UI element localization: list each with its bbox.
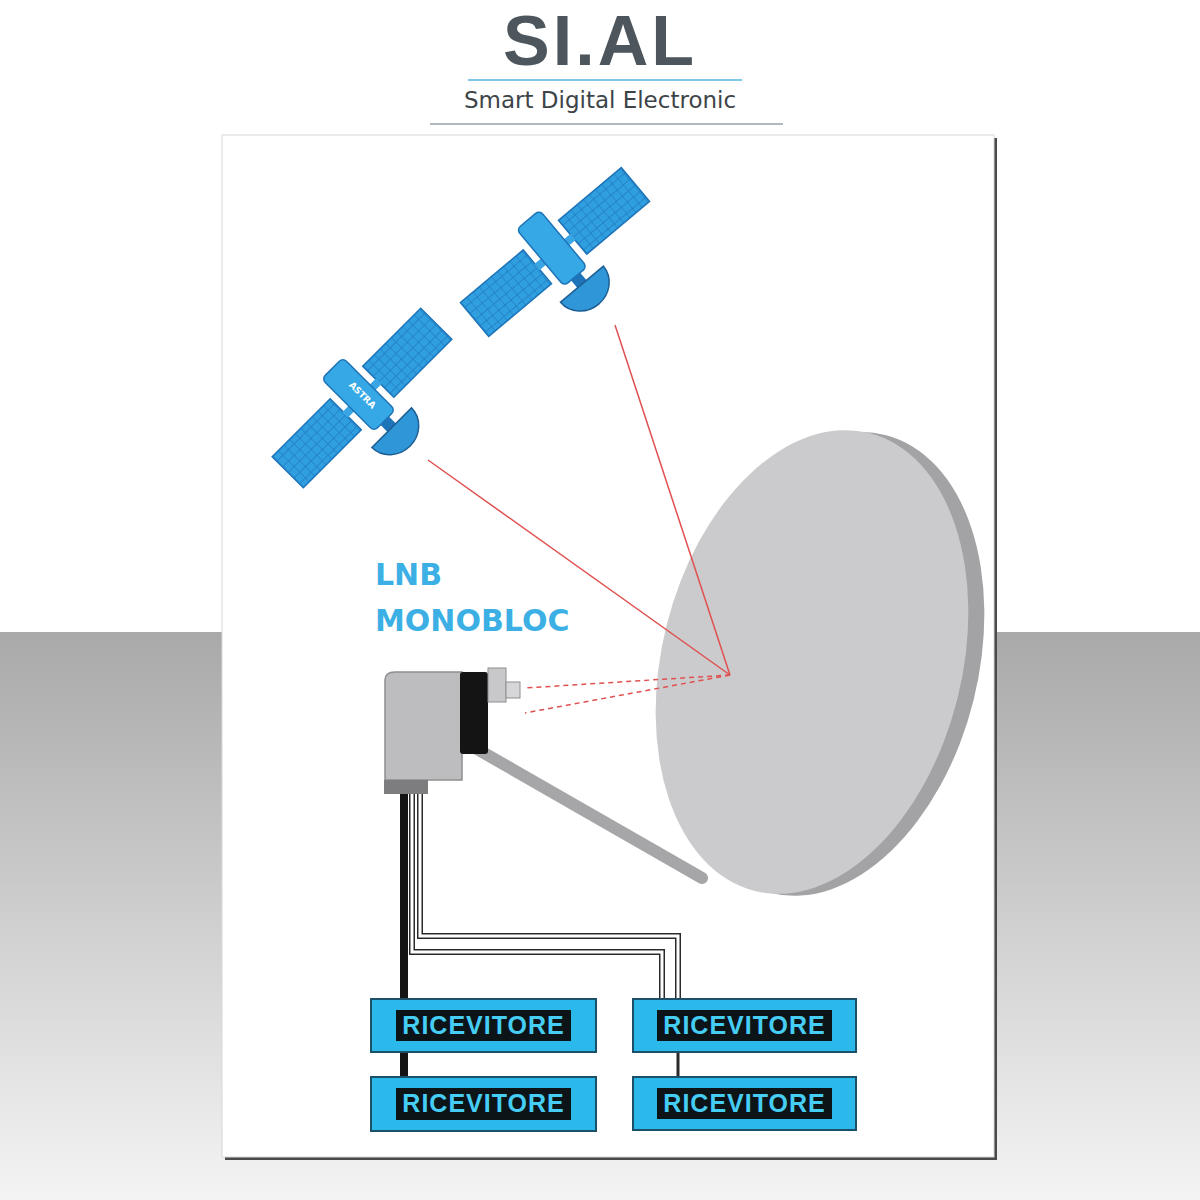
coax-cable bbox=[400, 1053, 408, 1076]
receiver-box: RICEVITORE bbox=[632, 1076, 857, 1131]
receiver-box: RICEVITORE bbox=[370, 1076, 597, 1132]
receiver-label: RICEVITORE bbox=[657, 1010, 831, 1042]
satellite bbox=[448, 152, 680, 371]
coax-cable bbox=[677, 1053, 680, 1076]
coax-cable bbox=[412, 794, 662, 998]
logo-title: SI.AL bbox=[0, 6, 1200, 76]
receiver-label: RICEVITORE bbox=[657, 1088, 831, 1120]
receiver-label: RICEVITORE bbox=[396, 1088, 570, 1120]
receiver-label: RICEVITORE bbox=[396, 1010, 570, 1042]
receiver-box: RICEVITORE bbox=[370, 998, 597, 1053]
coax-cable bbox=[420, 794, 678, 998]
coax-cable bbox=[412, 794, 662, 998]
coax-cable bbox=[400, 794, 408, 998]
signal-ray bbox=[615, 325, 730, 675]
receiver-box: RICEVITORE bbox=[632, 998, 857, 1053]
lnb-monobloc bbox=[384, 668, 520, 794]
logo-rule bbox=[430, 123, 783, 125]
satellite bbox=[258, 294, 484, 520]
logo-underline bbox=[468, 79, 742, 81]
callout-label: LNB MONOBLOC bbox=[375, 552, 615, 644]
signal-ray bbox=[525, 675, 730, 713]
signal-ray bbox=[428, 460, 730, 675]
signal-ray bbox=[525, 675, 730, 688]
logo-subtitle: Smart Digital Electronic bbox=[0, 86, 1200, 114]
coax-cable bbox=[420, 794, 678, 998]
satellite-dish bbox=[609, 395, 1030, 931]
lnb-arm bbox=[470, 745, 702, 878]
